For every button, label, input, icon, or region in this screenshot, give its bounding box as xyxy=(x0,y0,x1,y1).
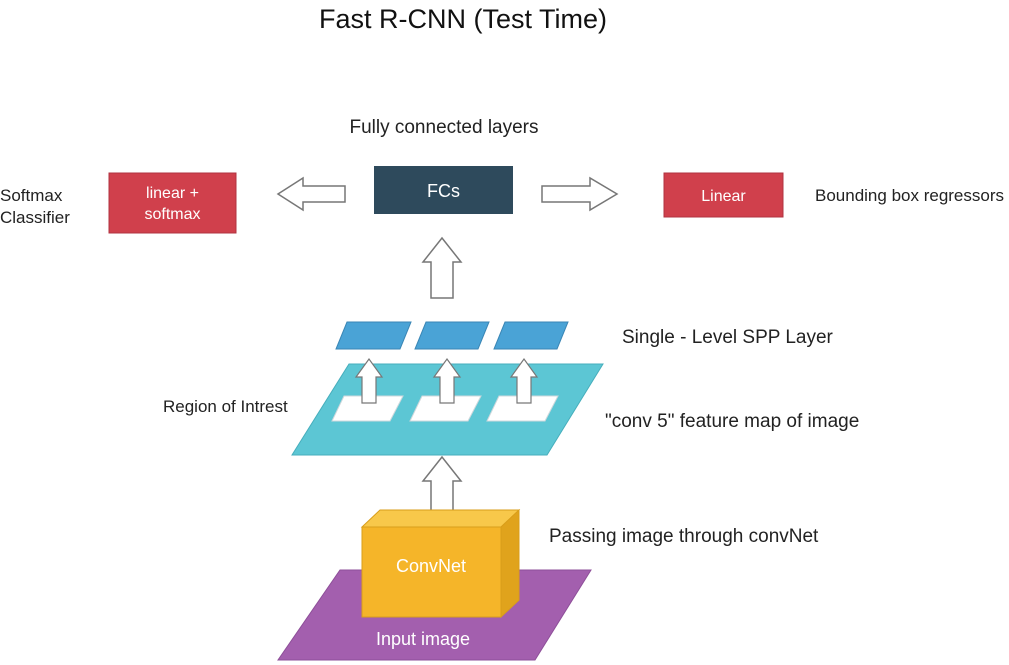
convnet-front-face xyxy=(361,526,502,618)
spp-cell-2 xyxy=(414,321,490,350)
roi-caption: Region of Intrest xyxy=(163,397,288,416)
convnet-side-face xyxy=(500,508,520,619)
classifier-box-line1: linear + xyxy=(146,185,199,202)
arrow-convnet-to-feature-icon xyxy=(421,455,463,519)
regressor-box-rect xyxy=(663,172,784,218)
classifier-caption-line2: Classifier xyxy=(0,208,70,227)
arrow-to-regressor-icon xyxy=(541,176,619,212)
roi-box-2 xyxy=(409,395,482,422)
convnet-block: ConvNet xyxy=(360,508,521,619)
diagram-title: Fast R-CNN (Test Time) xyxy=(319,4,607,34)
arrow-roi2-icon xyxy=(432,357,462,404)
spp-caption: Single - Level SPP Layer xyxy=(622,327,834,348)
arrow-to-classifier-icon xyxy=(276,176,346,212)
fc-box-label: FCs xyxy=(427,181,460,201)
convnet-top-face xyxy=(360,509,521,528)
arrow-roi1-icon xyxy=(354,357,384,404)
feature-map-caption: "conv 5" feature map of image xyxy=(605,411,859,432)
classifier-caption-line1: Softmax xyxy=(0,186,63,205)
input-image-label: Input image xyxy=(376,629,470,649)
regressor-caption: Bounding box regressors xyxy=(815,186,1004,205)
classifier-box: linear + softmax xyxy=(108,172,237,234)
regressor-box: Linear xyxy=(663,172,784,218)
arrow-spp-to-fc-icon xyxy=(421,236,463,299)
fc-box: FCs xyxy=(374,166,513,214)
roi-regions xyxy=(331,395,559,422)
roi-box-1 xyxy=(331,395,404,422)
convnet-label: ConvNet xyxy=(396,556,466,576)
fc-box-rect xyxy=(374,166,513,214)
regressor-box-label: Linear xyxy=(701,188,746,205)
spp-layer xyxy=(335,321,569,350)
arrow-roi3-icon xyxy=(509,357,539,404)
convnet-caption: Passing image through convNet xyxy=(549,526,819,547)
classifier-box-rect xyxy=(108,172,237,234)
fc-caption: Fully connected layers xyxy=(349,117,538,138)
roi-box-3 xyxy=(486,395,559,422)
classifier-box-line2: softmax xyxy=(144,206,200,223)
spp-cell-1 xyxy=(335,321,412,350)
spp-cell-3 xyxy=(493,321,569,350)
